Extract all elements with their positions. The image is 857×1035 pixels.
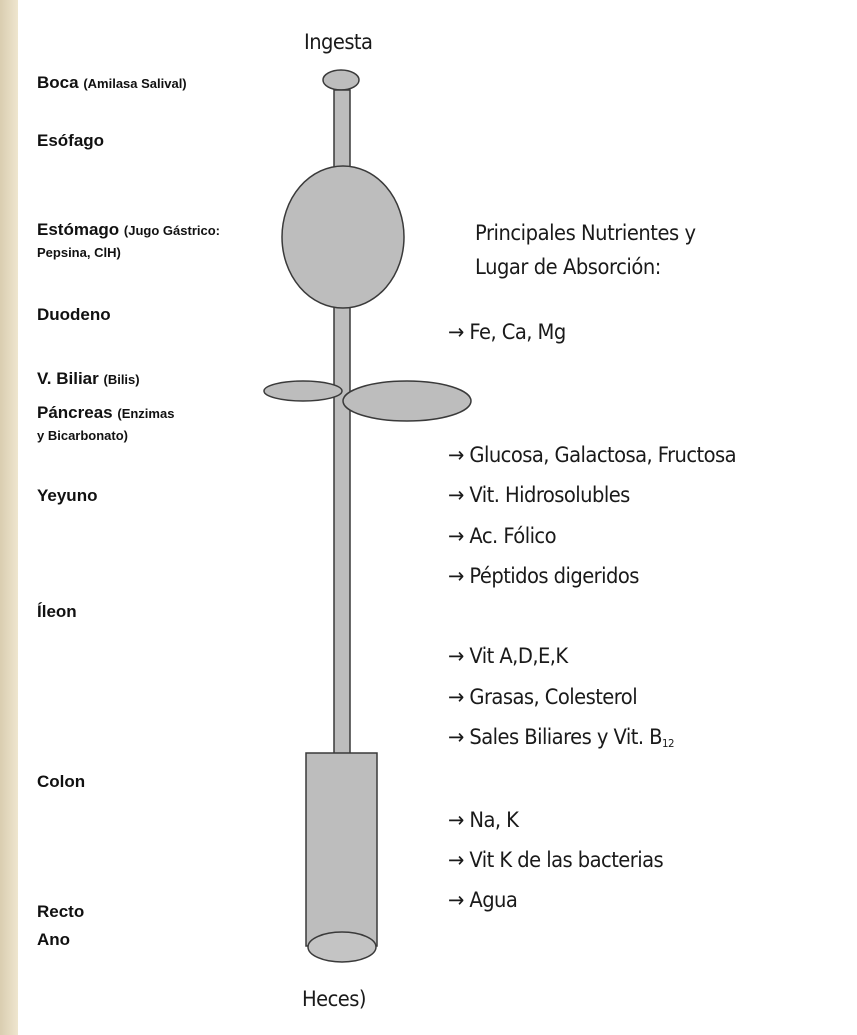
organ-label-ileon: Íleon <box>37 602 77 622</box>
organ-label-estomago: Estómago (Jugo Gástrico: Pepsina, ClH) <box>37 219 220 264</box>
pancreas-shape <box>343 381 471 421</box>
organ-label-pancreas: Páncreas (Enzimas y Bicarbonato) <box>37 402 174 447</box>
gallbladder-shape <box>264 381 342 401</box>
nutrient-colon-water: →Agua <box>448 888 517 912</box>
nutrient-yeyuno-vitamins: →Vit. Hidrosolubles <box>448 483 630 507</box>
nutrient-duodeno-minerals: →Fe, Ca, Mg <box>448 320 566 344</box>
b12-subscript: 12 <box>662 737 674 750</box>
nutrient-ileon-fats: →Grasas, Colesterol <box>448 685 637 709</box>
stomach-shape <box>282 166 404 308</box>
organ-label-vesicula: V. Biliar (Bilis) <box>37 369 140 390</box>
ingestion-label: Ingesta <box>304 30 372 54</box>
anus-shape <box>308 932 376 962</box>
nutrient-yeyuno-peptides: →Péptidos digeridos <box>448 564 639 588</box>
nutrient-colon-vitamin-k: →Vit K de las bacterias <box>448 848 663 872</box>
organ-label-ano: Ano <box>37 930 70 950</box>
esophagus-tube <box>334 90 350 170</box>
feces-label: Heces) <box>302 987 366 1011</box>
intestine-tube <box>334 305 350 755</box>
organ-label-colon: Colon <box>37 772 85 792</box>
absorption-heading: Principales Nutrientes y Lugar de Absorc… <box>475 216 696 284</box>
organ-label-duodeno: Duodeno <box>37 305 111 325</box>
nutrient-yeyuno-sugars: →Glucosa, Galactosa, Fructosa <box>448 443 736 467</box>
organ-label-yeyuno: Yeyuno <box>37 486 97 506</box>
colon-shape <box>306 753 377 946</box>
organ-label-boca: Boca (Amilasa Salival) <box>37 73 187 94</box>
nutrient-yeyuno-folic-acid: →Ac. Fólico <box>448 524 556 548</box>
organ-label-recto: Recto <box>37 902 84 922</box>
organ-label-esofago: Esófago <box>37 131 104 151</box>
nutrient-ileon-fat-vitamins: →Vit A,D,E,K <box>448 644 568 668</box>
nutrient-ileon-bile-salts: →Sales Biliares y Vit. B12 <box>448 725 674 750</box>
mouth-shape <box>323 70 359 90</box>
nutrient-colon-electrolytes: →Na, K <box>448 808 518 832</box>
